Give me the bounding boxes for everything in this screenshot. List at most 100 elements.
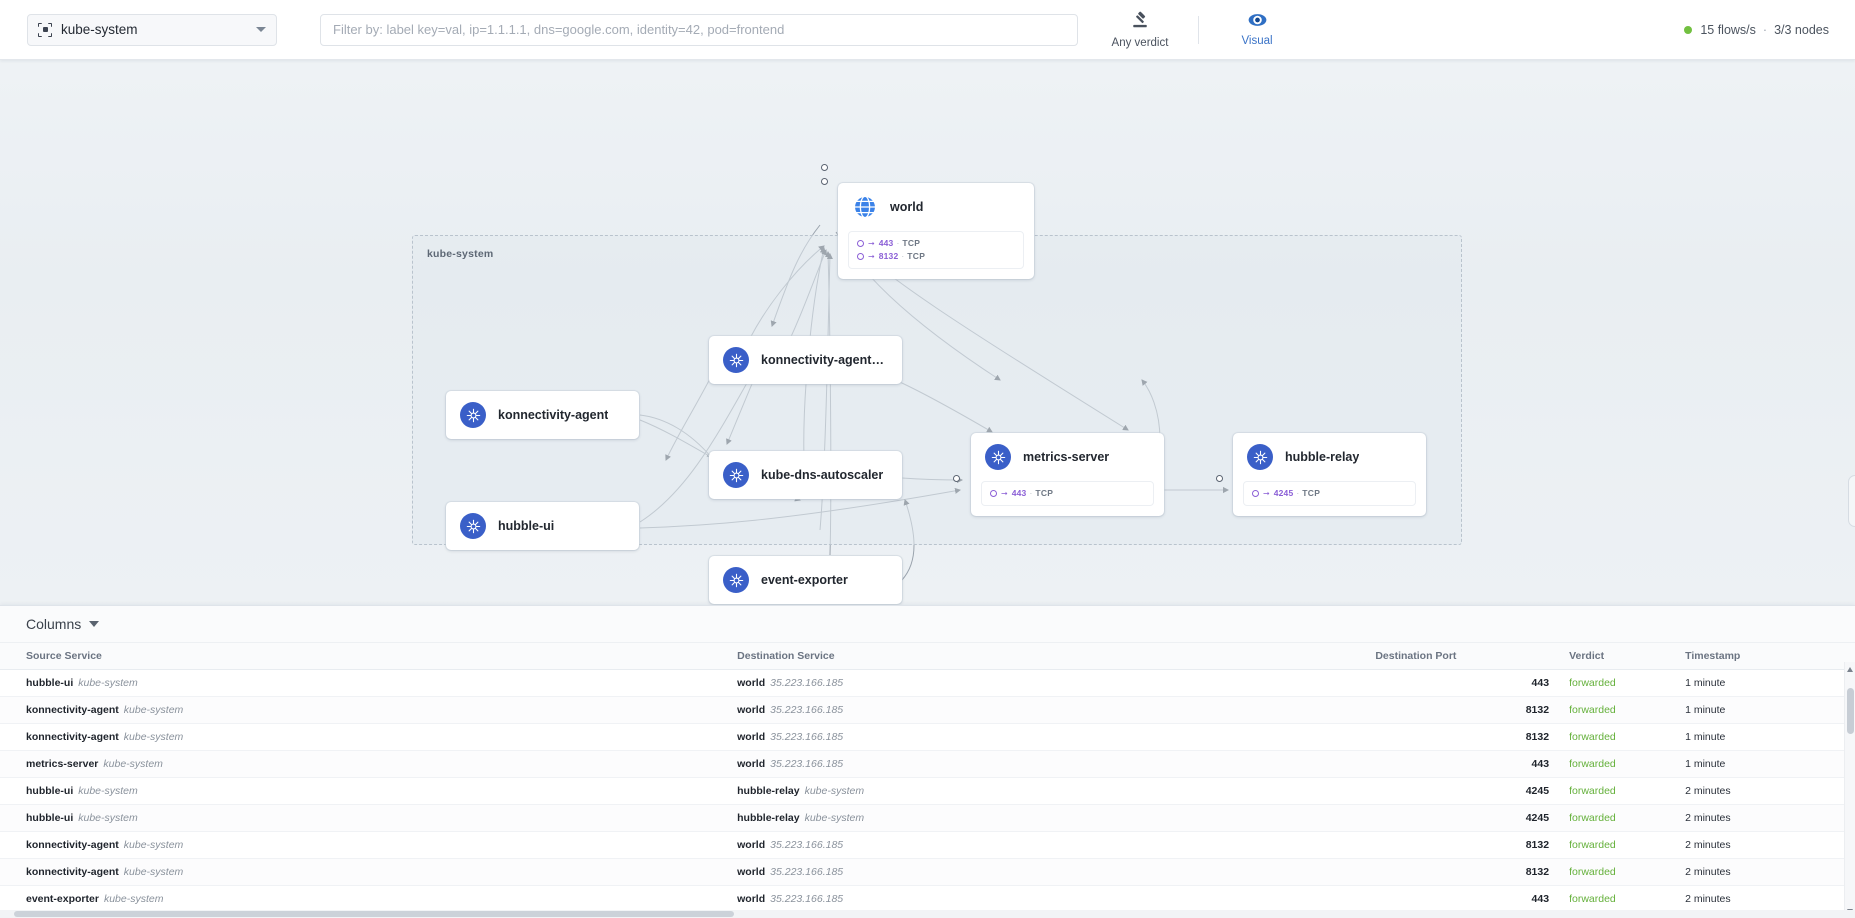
port-row[interactable]: ➞443·TCP <box>990 487 1145 500</box>
source-service-name: konnectivity-agent <box>26 731 119 743</box>
chevron-down-icon <box>256 27 266 32</box>
destination-port-value: 4245 <box>1525 812 1550 824</box>
port-number: 443 <box>1011 488 1027 498</box>
service-node-hubble-ui[interactable]: hubble-ui <box>446 502 639 550</box>
destination-service-namespace: kube-system <box>804 785 865 797</box>
source-service-namespace: kube-system <box>123 704 184 716</box>
cell-verdict: forwarded <box>1557 723 1664 751</box>
edge-connector-dot <box>953 475 960 482</box>
table-horizontal-scrollbar[interactable] <box>0 910 1855 918</box>
service-node-hubble-relay[interactable]: hubble-relay ➞4245·TCP <box>1233 433 1426 516</box>
header-timestamp[interactable]: Timestamp <box>1663 643 1855 670</box>
cell-destination-port: 8132 <box>1375 723 1558 751</box>
destination-port-value: 443 <box>1531 677 1550 689</box>
port-protocol: TCP <box>902 238 921 248</box>
service-node-title: metrics-server <box>1023 450 1110 464</box>
verdict-value: forwarded <box>1569 866 1616 878</box>
service-node-world[interactable]: world ➞443·TCP➞8132·TCP <box>838 183 1034 279</box>
destination-service-namespace: 35.223.166.185 <box>770 893 844 905</box>
service-node-title: world <box>890 200 924 214</box>
scroll-up-arrow-icon[interactable] <box>1847 667 1853 672</box>
service-node-header: event-exporter <box>709 556 902 604</box>
filter-input-wrapper[interactable] <box>320 13 1078 46</box>
port-row[interactable]: ➞443·TCP <box>857 237 1015 250</box>
destination-service-namespace: 35.223.166.185 <box>770 839 844 851</box>
port-protocol: TCP <box>1035 488 1054 498</box>
header-destination-port[interactable]: Destination Port <box>1375 643 1558 670</box>
side-panel-handle[interactable] <box>1848 475 1855 527</box>
toolbar-divider <box>1198 15 1199 44</box>
arrow-right-icon: ➞ <box>1001 489 1008 498</box>
port-row[interactable]: ➞4245·TCP <box>1252 487 1407 500</box>
destination-port-value: 8132 <box>1525 866 1550 878</box>
cell-destination-port: 4245 <box>1375 777 1558 805</box>
cell-verdict: forwarded <box>1557 777 1664 805</box>
namespace-selector[interactable]: kube-system <box>27 13 277 46</box>
flows-table-head: Source Service Destination Service Desti… <box>0 643 1855 670</box>
status-separator: · <box>1762 22 1768 37</box>
verdict-value: forwarded <box>1569 893 1616 905</box>
cell-timestamp: 1 minute <box>1663 696 1855 724</box>
verdict-value: forwarded <box>1569 758 1616 770</box>
scrollbar-thumb-horizontal[interactable] <box>14 911 734 917</box>
cell-timestamp: 1 minute <box>1663 669 1855 697</box>
cell-timestamp: 2 minutes <box>1663 777 1855 805</box>
service-node-event-exporter[interactable]: event-exporter <box>709 556 902 604</box>
globe-icon <box>852 194 878 220</box>
header-source-service[interactable]: Source Service <box>0 643 738 670</box>
cell-verdict: forwarded <box>1557 750 1664 778</box>
edge-connector-dot <box>1216 475 1223 482</box>
source-service-namespace: kube-system <box>123 866 184 878</box>
port-row[interactable]: ➞8132·TCP <box>857 250 1015 263</box>
cell-source-service: hubble-ui kube-system <box>0 777 738 805</box>
service-node-konnectivity-agent-autoscaler[interactable]: konnectivity-agent-autosc... <box>709 336 902 384</box>
eye-icon <box>1248 13 1267 32</box>
filter-input[interactable] <box>333 22 1065 37</box>
source-service-name: konnectivity-agent <box>26 839 119 851</box>
service-node-konnectivity-agent[interactable]: konnectivity-agent <box>446 391 639 439</box>
columns-toggle[interactable]: Columns <box>0 606 1855 643</box>
visual-mode-button[interactable]: Visual <box>1221 13 1293 47</box>
source-service-name: hubble-ui <box>26 785 74 797</box>
kubernetes-icon <box>460 513 486 539</box>
service-node-header: konnectivity-agent <box>446 391 639 439</box>
service-node-kube-dns-autoscaler[interactable]: kube-dns-autoscaler <box>709 451 902 499</box>
header-verdict[interactable]: Verdict <box>1557 643 1664 670</box>
source-service-name: hubble-ui <box>26 677 74 689</box>
edge-connector-dot <box>821 164 828 171</box>
source-service-namespace: kube-system <box>78 785 138 797</box>
service-node-metrics-server[interactable]: metrics-server ➞443·TCP <box>971 433 1164 516</box>
destination-service-name: world <box>737 866 766 878</box>
port-number: 443 <box>878 238 894 248</box>
service-node-title: hubble-ui <box>498 519 555 533</box>
source-service-name: event-exporter <box>26 893 99 905</box>
destination-port-value: 8132 <box>1525 704 1550 716</box>
visual-mode-label: Visual <box>1241 34 1273 47</box>
verdict-value: forwarded <box>1569 677 1616 689</box>
destination-port-value: 443 <box>1531 758 1550 770</box>
table-vertical-scrollbar[interactable] <box>1844 662 1855 918</box>
header-destination-service[interactable]: Destination Service <box>737 643 1376 670</box>
destination-service-namespace: 35.223.166.185 <box>770 704 844 716</box>
source-service-namespace: kube-system <box>78 812 138 824</box>
source-service-namespace: kube-system <box>103 758 163 770</box>
service-node-title: hubble-relay <box>1285 450 1360 464</box>
verdict-filter-button[interactable]: Any verdict <box>1104 11 1176 49</box>
scrollbar-thumb[interactable] <box>1847 688 1854 734</box>
